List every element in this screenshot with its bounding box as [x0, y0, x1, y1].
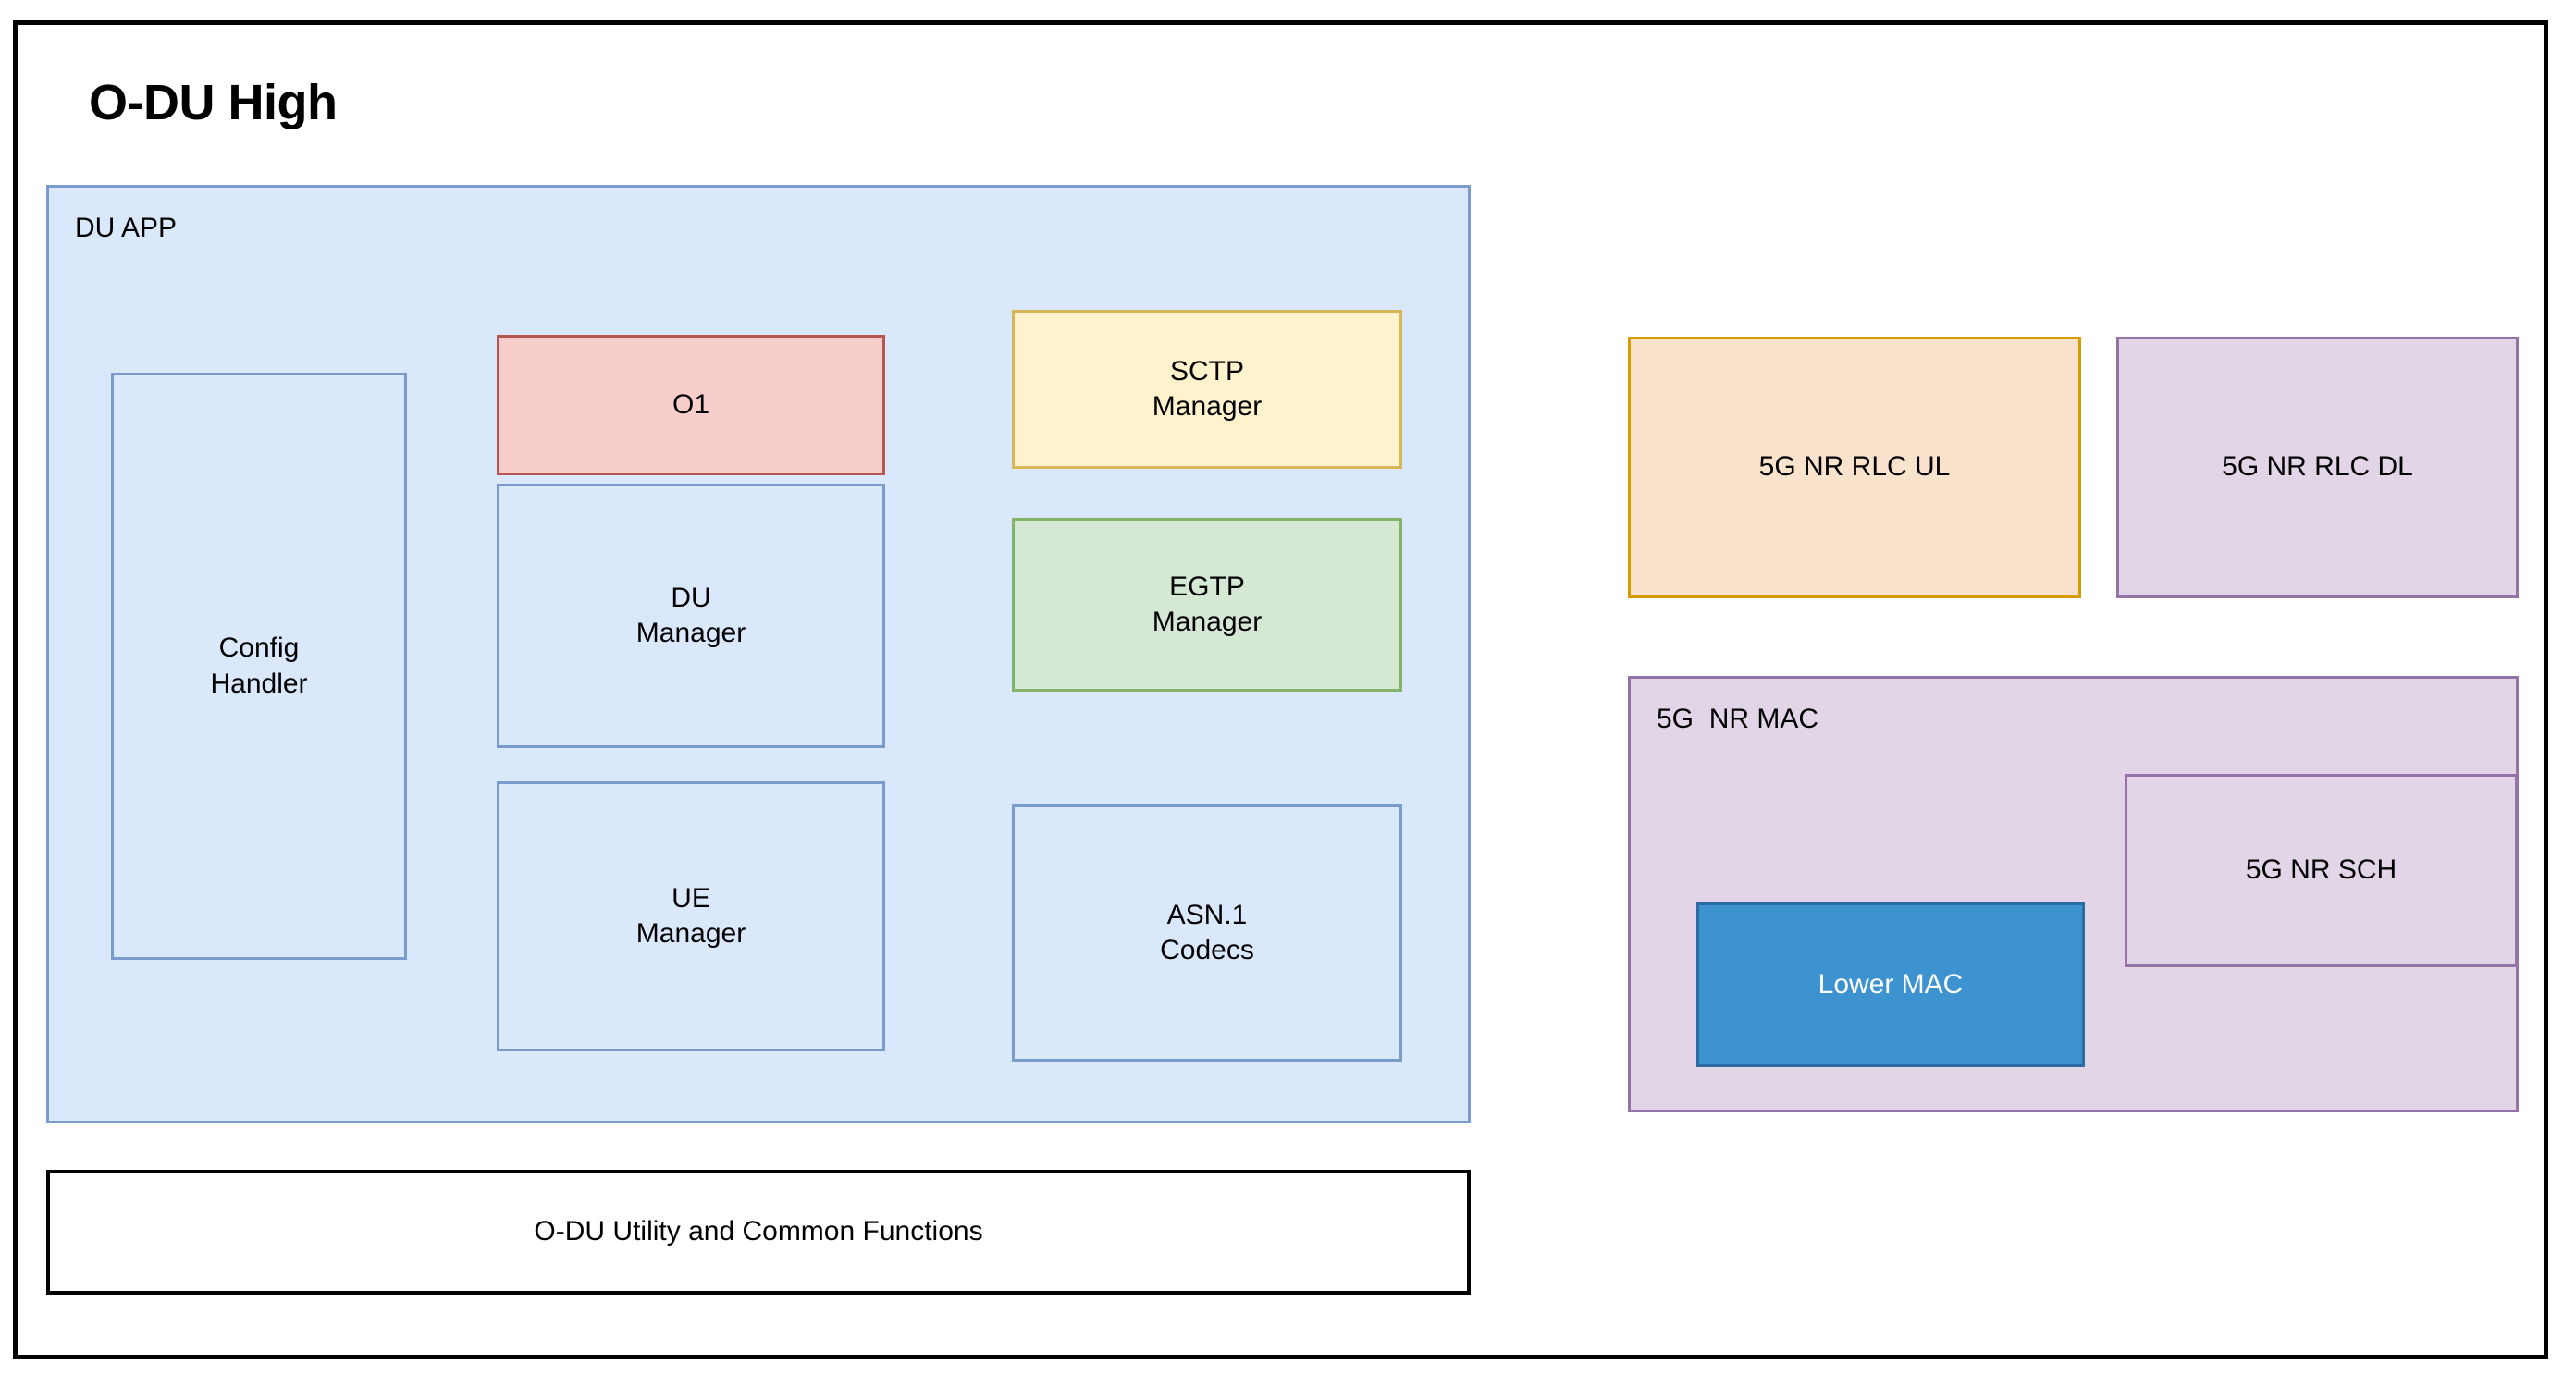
du-manager-block[interactable]: DU Manager: [497, 484, 885, 748]
egtp-manager-block[interactable]: EGTP Manager: [1012, 518, 1402, 692]
o1-block[interactable]: O1: [497, 335, 885, 475]
nr-sch-block[interactable]: 5G NR SCH: [2125, 774, 2518, 967]
odu-utility-common-functions-bar[interactable]: O-DU Utility and Common Functions: [46, 1170, 1471, 1295]
utility-bar-label: O-DU Utility and Common Functions: [534, 1216, 983, 1247]
nr-rlc-ul-block[interactable]: 5G NR RLC UL: [1628, 337, 2081, 598]
du-app-label: DU APP: [75, 213, 178, 243]
lower-mac-block[interactable]: Lower MAC: [1696, 902, 2085, 1067]
page-title: O-DU High: [89, 75, 338, 130]
nr-mac-label: 5G NR MAC: [1657, 704, 1819, 734]
asn1-codecs-block[interactable]: ASN.1 Codecs: [1012, 804, 1402, 1062]
sctp-manager-block[interactable]: SCTP Manager: [1012, 310, 1402, 469]
config-handler-block[interactable]: Config Handler: [111, 373, 407, 960]
nr-rlc-dl-block[interactable]: 5G NR RLC DL: [2116, 337, 2519, 598]
ue-manager-block[interactable]: UE Manager: [497, 781, 885, 1051]
